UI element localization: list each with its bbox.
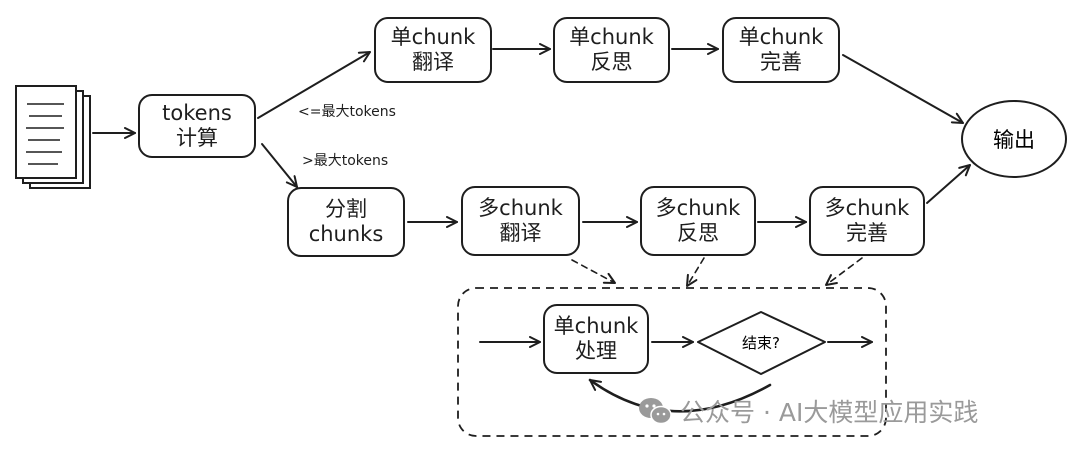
node-line2: 反思 <box>590 50 633 74</box>
node-line2: 处理 <box>575 339 617 363</box>
node-split-chunks: 分割 chunks <box>287 187 405 257</box>
arrow-multi-improve-to-output <box>926 164 971 204</box>
node-line2: 完善 <box>760 50 802 74</box>
watermark: 公众号 · AI大模型应用实践 <box>638 393 978 429</box>
arrow-decision-loop-back <box>588 378 772 413</box>
output-ellipse <box>961 100 1067 178</box>
dashed-arrow-multi-translate-to-loop <box>571 259 616 284</box>
dashed-arrow-multi-improve-to-loop <box>825 257 863 286</box>
decision-diamond <box>697 311 826 375</box>
node-line1: 多chunk <box>824 195 910 220</box>
node-line1: tokens <box>162 100 232 125</box>
node-single-translate: 单chunk 翻译 <box>374 17 492 83</box>
node-line1: 单chunk <box>553 313 639 338</box>
node-line1: 单chunk <box>569 24 654 49</box>
wechat-icon <box>639 398 672 425</box>
node-line2: 翻译 <box>499 221 542 245</box>
document-stack-icon <box>15 85 91 189</box>
node-line1: 单chunk <box>738 24 824 49</box>
edge-label-gt-max: >最大tokens <box>302 153 389 169</box>
node-line2: chunks <box>308 222 384 246</box>
dashed-arrow-multi-reflect-to-loop <box>686 257 705 287</box>
node-multi-improve: 多chunk 完善 <box>809 186 925 256</box>
node-line2: 计算 <box>176 126 218 150</box>
node-line2: 完善 <box>846 221 888 245</box>
arrow-tokens-to-single-translate <box>257 51 371 119</box>
decision-label: 结束? <box>742 334 780 352</box>
arrow-tokens-to-split <box>261 143 298 188</box>
watermark-text: 公众号 · AI大模型应用实践 <box>680 398 979 427</box>
node-single-improve: 单chunk 完善 <box>722 17 840 83</box>
node-line1: 分割 <box>325 196 367 221</box>
node-line1: 多chunk <box>655 195 741 220</box>
output-label: 输出 <box>993 128 1035 152</box>
node-multi-translate: 多chunk 翻译 <box>461 186 580 256</box>
node-tokens-calc: tokens 计算 <box>138 94 256 158</box>
node-multi-reflect: 多chunk 反思 <box>640 186 756 256</box>
loop-container <box>457 287 887 437</box>
node-line1: 单chunk <box>390 24 476 49</box>
node-line1: 多chunk <box>478 195 563 220</box>
node-single-reflect: 单chunk 反思 <box>553 17 670 83</box>
node-loop-process: 单chunk 处理 <box>543 304 649 374</box>
node-line2: 翻译 <box>412 50 454 74</box>
arrow-single-improve-to-output <box>842 54 964 124</box>
node-line2: 反思 <box>677 221 719 245</box>
edge-label-le-max: <=最大tokens <box>298 104 396 120</box>
